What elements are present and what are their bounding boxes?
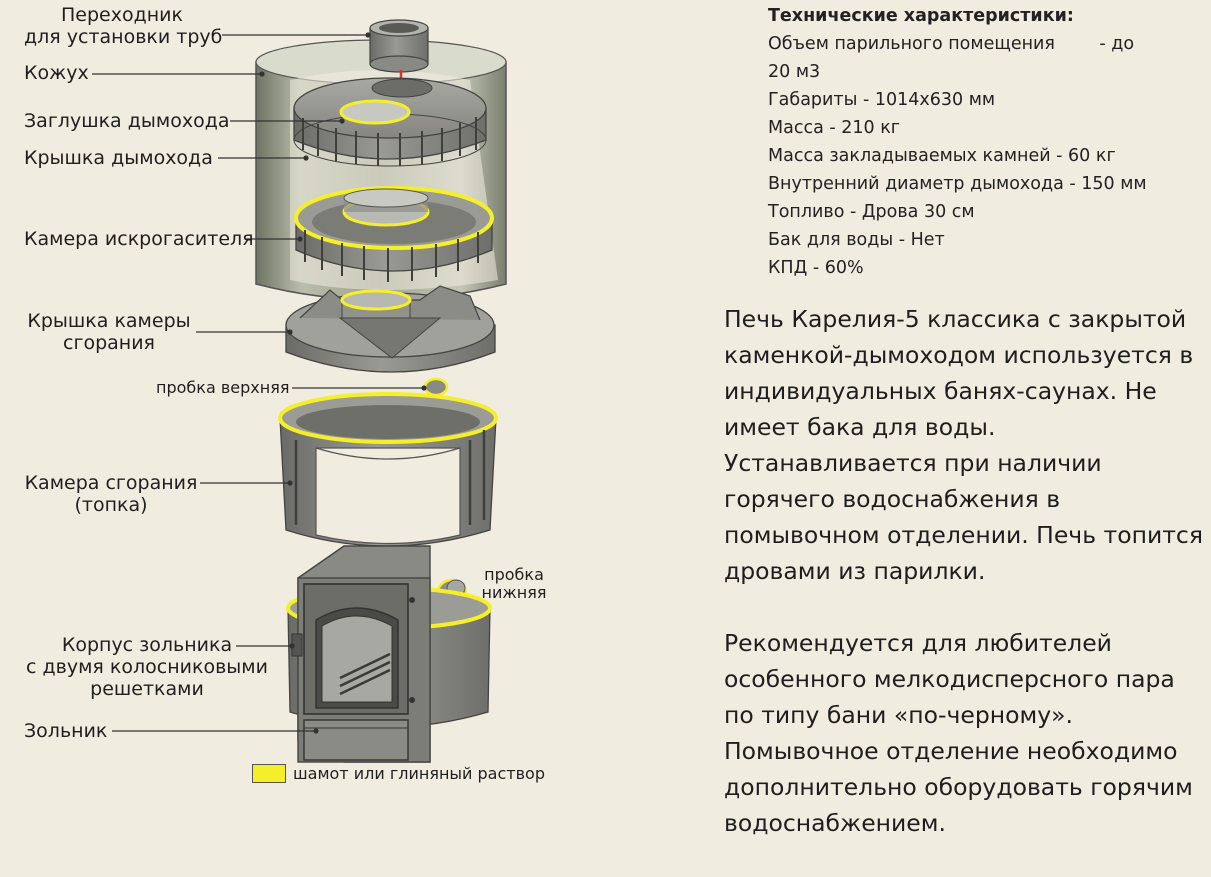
label-chimney-lid: Крышка дымохода [24, 147, 213, 169]
label-upper-plug: пробка верхняя [156, 378, 290, 397]
label-ash-pan: Зольник [24, 720, 108, 742]
spec-fuel: Топливо - Дрова 30 см [768, 202, 975, 222]
label-adapter: Переходник для установки труб [24, 4, 223, 48]
label-chimney-plug: Заглушка дымохода [24, 110, 230, 132]
pipe-adapter [369, 19, 429, 73]
spec-mass: Масса - 210 кг [768, 118, 900, 138]
spark-arrestor-chamber [294, 186, 494, 282]
label-spark-chamber: Камера искрогасителя [24, 228, 254, 250]
label-lower-plug-line1: пробка [484, 565, 544, 584]
spec-water-tank: Бак для воды - Нет [768, 230, 945, 250]
label-adapter-line1: Переходник [61, 4, 183, 26]
technical-specs: Технические характеристики: Объем париль… [768, 2, 1188, 282]
label-lower-plug-line2: нижняя [481, 583, 547, 602]
spec-efficiency: КПД - 60% [768, 258, 864, 278]
description-paragraph-1: Печь Карелия-5 классика с закрытой камен… [724, 305, 1203, 585]
label-ash-body: Корпус зольника с двумя колосниковыми ре… [20, 634, 274, 700]
label-lower-plug: пробка нижняя [478, 566, 550, 602]
label-ash-body-line2: с двумя колосниковыми [26, 656, 268, 678]
upper-plug [423, 377, 449, 397]
label-adapter-line2: для установки труб [24, 26, 223, 48]
label-combustion-chamber: Камера сгорания (топка) [24, 472, 198, 516]
description-paragraph-2: Рекомендуется для любителей особенного м… [724, 629, 1193, 837]
spec-dimensions: Габариты - 1014х630 мм [768, 90, 996, 110]
ash-pit-body [286, 545, 492, 763]
label-combustion-chamber-line1: Камера сгорания [24, 472, 198, 494]
leader-lines [92, 32, 427, 734]
label-ash-body-line1: Корпус зольника [61, 634, 233, 656]
label-ash-body-line3: решетками [90, 678, 204, 700]
legend-fireclay-swatch [252, 764, 286, 783]
spec-room-volume: Объем парильного помещения - до [768, 34, 1135, 54]
legend-label: шамот или глиняный раствор [293, 764, 545, 783]
combustion-chamber-lid [285, 285, 496, 373]
combustion-chamber [278, 392, 498, 547]
spec-stones-mass: Масса закладываемых камней - 60 кг [768, 146, 1116, 166]
specs-heading: Технические характеристики: [768, 6, 1074, 26]
label-combustion-lid-line2: сгорания [63, 332, 155, 354]
label-combustion-lid: Крышка камеры сгорания [24, 310, 194, 354]
spec-room-volume-cont: 20 м3 [768, 62, 821, 82]
label-combustion-lid-line1: Крышка камеры [27, 310, 191, 332]
stove-exploded-diagram [92, 19, 507, 763]
label-combustion-chamber-line2: (топка) [74, 494, 148, 516]
product-description: Печь Карелия-5 классика с закрытой камен… [724, 301, 1204, 877]
label-casing: Кожух [24, 62, 89, 84]
chimney-plug [339, 99, 411, 125]
spec-chimney-diameter: Внутренний диаметр дымохода - 150 мм [768, 174, 1147, 194]
